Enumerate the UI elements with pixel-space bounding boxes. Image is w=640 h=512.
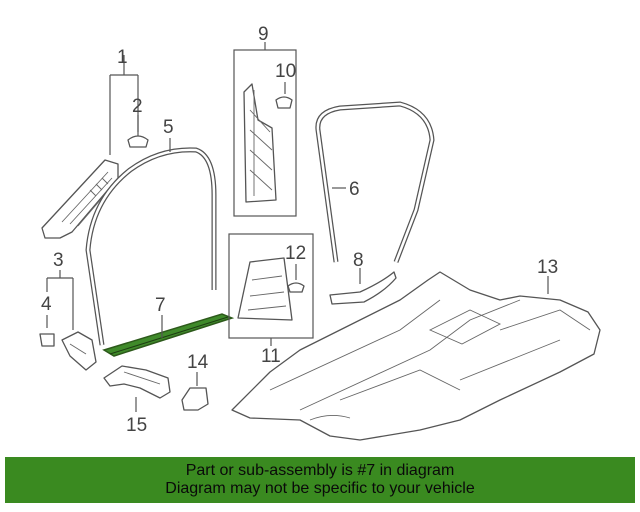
- part-5-weatherstrip[interactable]: [85, 147, 217, 346]
- callout-8[interactable]: 8: [353, 250, 364, 271]
- part-1-pillar-garnish[interactable]: [41, 159, 119, 239]
- callout-3[interactable]: 3: [53, 250, 64, 271]
- part-4-clip[interactable]: [39, 333, 55, 347]
- callout-2[interactable]: 2: [132, 96, 143, 117]
- part-8-rear-scuff[interactable]: [329, 271, 397, 305]
- banner-line-2: Diagram may not be specific to your vehi…: [165, 480, 475, 497]
- callout-7[interactable]: 7: [155, 295, 166, 316]
- part-14-bracket[interactable]: [181, 387, 209, 411]
- part-7-scuff-plate-highlighted[interactable]: [102, 313, 235, 357]
- leader-3: [46, 270, 74, 330]
- callout-1[interactable]: 1: [117, 47, 128, 68]
- callout-12[interactable]: 12: [285, 243, 306, 264]
- callout-15[interactable]: 15: [126, 415, 147, 436]
- callout-11[interactable]: 11: [261, 346, 281, 367]
- part-11-pillar-lower[interactable]: [237, 257, 293, 321]
- part-6-weatherstrip-rear[interactable]: [315, 101, 435, 263]
- callout-10[interactable]: 10: [275, 61, 296, 82]
- callout-9[interactable]: 9: [258, 24, 269, 45]
- callout-13[interactable]: 13: [537, 257, 558, 278]
- parts-diagram: 1 2 5 3 4 7 9 10: [39, 24, 601, 441]
- callout-6[interactable]: 6: [349, 179, 360, 200]
- callout-4[interactable]: 4: [41, 294, 52, 315]
- part-12-clip[interactable]: [287, 282, 305, 293]
- leader-1: [109, 55, 139, 155]
- info-banner: Part or sub-assembly is #7 in diagram Di…: [5, 457, 635, 503]
- part-15-cowl-trim[interactable]: [103, 365, 171, 399]
- banner-line-1: Part or sub-assembly is #7 in diagram: [185, 462, 455, 479]
- part-3-trim-bracket[interactable]: [61, 331, 97, 371]
- part-2-clip[interactable]: [127, 135, 149, 148]
- part-10-clip[interactable]: [275, 96, 293, 109]
- part-9-pillar-trim[interactable]: [243, 83, 277, 203]
- callout-14[interactable]: 14: [187, 352, 209, 373]
- part-13-floor-carpet[interactable]: [231, 271, 601, 441]
- callout-5[interactable]: 5: [163, 117, 174, 138]
